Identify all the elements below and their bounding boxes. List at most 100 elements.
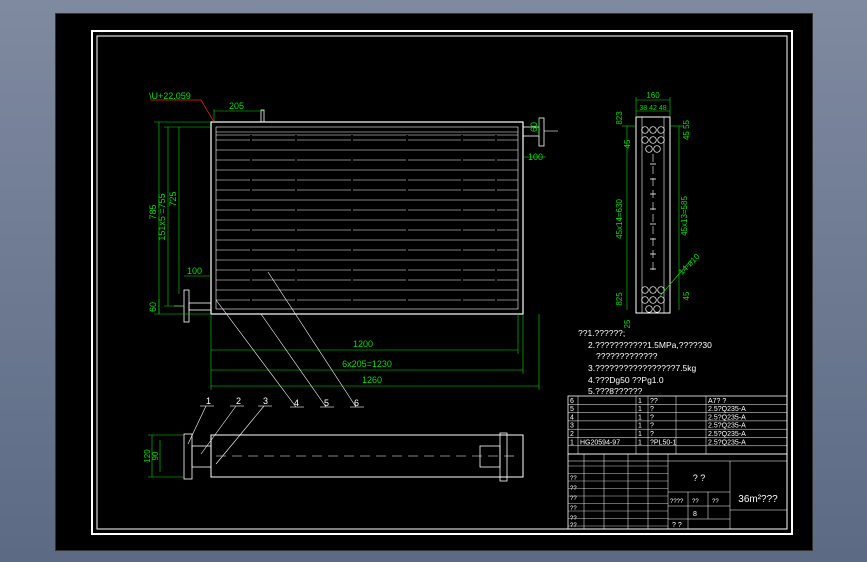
bom-cell-no: 3: [570, 423, 574, 430]
bom-cell-qty: 1: [638, 423, 642, 430]
dim-top-len: 205: [229, 101, 244, 111]
dim-top-elev: \U+22.059: [149, 91, 191, 101]
bom-cell-mat: 2.5?Q235-A: [708, 414, 746, 421]
tb-left-5: ??: [570, 523, 577, 529]
bom-cell-name: ?: [650, 414, 654, 421]
note-line-4: 4.???Dg50 ??Pg1.0: [588, 375, 664, 385]
flange-hole: [653, 305, 661, 313]
dim-width-total: 1260: [362, 375, 382, 385]
callout-5: 5: [324, 398, 329, 408]
callout-6: 6: [354, 398, 359, 408]
flange-hole: [641, 136, 649, 144]
bom-cell-no: 5: [570, 406, 574, 413]
title-sub-0: ????: [670, 499, 684, 505]
bom-cell-no: 4: [570, 414, 574, 421]
flange-hole: [653, 145, 661, 153]
tube-lines: [216, 135, 518, 309]
flange-hole: [641, 296, 649, 304]
dim-height-total: 785: [148, 204, 158, 219]
title-sub-1: ??: [692, 499, 699, 505]
side-right-45: 45: [682, 291, 691, 300]
bom-cell-qty: 1: [638, 431, 642, 438]
bom-cell-code: HG20594-97: [580, 439, 620, 446]
bom-cell-no: 1: [570, 439, 574, 446]
bom-cell-qty: 1: [638, 406, 642, 413]
notes-title: ??1.??????;: [578, 328, 625, 338]
callout-1: 1: [206, 396, 211, 406]
dim-right-port-v: 60: [529, 122, 539, 132]
title-sheet: ? ?: [672, 522, 682, 529]
side-left-pitch: 45x14=630: [615, 199, 624, 239]
coil-body: [210, 121, 524, 315]
coil-body-inner: [215, 126, 519, 310]
dim-height-pitch: 151x5 =755: [157, 193, 167, 240]
elevation-leader: [150, 99, 215, 123]
bom-cell-mat: A7? ?: [708, 398, 726, 405]
side-left-45: 45: [623, 139, 632, 148]
flange-hole: [657, 126, 665, 134]
bom-cell-name: ??: [650, 398, 658, 405]
tb-left-4: ??: [570, 516, 577, 522]
flange-bottom-holes: [641, 286, 665, 313]
side-view: 160 38 42 48 823 45 45x14=630 825 25 45 …: [615, 91, 702, 328]
front-view: \U+22.059 205 785 151x5 =755 725 60 100 …: [148, 91, 558, 408]
drawing-frame-inner: [96, 35, 788, 530]
bom-cell-no: 2: [570, 431, 574, 438]
side-right-pitch: 45x13=585: [680, 196, 689, 236]
bottom-right-flange: [499, 432, 508, 482]
side-top-width: 160: [646, 91, 660, 100]
bom-cell-no: 6: [570, 398, 574, 405]
title-frame: [567, 453, 788, 530]
flange-hole: [657, 136, 665, 144]
side-body: [635, 116, 671, 314]
flange-hole: [649, 286, 657, 294]
bom-cell-mat: 2.5?Q235-A: [708, 423, 746, 430]
callout-4: 4: [294, 398, 299, 408]
side-right-top: 45 55: [682, 119, 691, 140]
side-left-bottom: 825: [615, 292, 624, 306]
dim-bottom-offset: 60: [148, 302, 158, 312]
flange-hole: [649, 296, 657, 304]
side-right-hole: 14-ø10: [677, 252, 702, 277]
bottom-left-pipe: [191, 445, 212, 468]
bom-cell-mat: 2.5?Q235-A: [708, 431, 746, 438]
flange-hole: [645, 305, 653, 313]
bom-cell-name: ?PL50-1: [650, 439, 677, 446]
drawing-frame-outer: [91, 30, 793, 535]
bom-cell-qty: 1: [638, 414, 642, 421]
bom-table: 6 1?? A7? ? 5 1? 2.5?Q235-A 4 1? 2.5?Q235-A 3 1? 2.…: [567, 395, 788, 455]
dim-bottom-port: 100: [187, 266, 202, 276]
title-block: ? ? 36m²??? ???? ?? ?? 8 ? ? ?? ?? ?? ??…: [567, 453, 788, 530]
bom-cell-name: ?: [650, 431, 654, 438]
flange-hole: [645, 145, 653, 153]
note-line-3: 3.?????????????????7.5kg: [588, 363, 697, 373]
side-left-top: 823: [615, 111, 624, 125]
side-top-sub: 38 42 48: [639, 105, 666, 112]
title-sub-2: ??: [712, 499, 719, 505]
right-flange: [538, 117, 545, 147]
leader-6: [267, 271, 357, 408]
bom-cell-mat: 2.5?Q235-A: [708, 406, 746, 413]
flange-hole: [649, 136, 657, 144]
dim-height-a: 120: [143, 449, 152, 463]
bottom-view: 120 90 1 2 3: [143, 396, 524, 482]
drawing-canvas: \U+22.059 205 785 151x5 =755 725 60 100 …: [91, 30, 793, 535]
bottom-flange: [183, 289, 190, 323]
side-left-25: 25: [623, 319, 632, 328]
tb-left-2: ??: [570, 496, 577, 502]
bom-cell-name: ?: [650, 423, 654, 430]
flange-hole: [641, 126, 649, 134]
leader-1: [187, 405, 207, 445]
leader-2: [200, 405, 237, 455]
tb-left-1: ??: [570, 486, 577, 492]
cad-viewport[interactable]: \U+22.059 205 785 151x5 =755 725 60 100 …: [55, 13, 813, 551]
bottom-port: [188, 302, 212, 311]
tech-notes: ??1.??????; 2.???????????1.5MPa,?????30 …: [578, 328, 712, 396]
leader-4: [215, 299, 297, 408]
bom-cell-mat: 2.5?Q235-A: [708, 439, 746, 446]
callout-2: 2: [236, 396, 241, 406]
bottom-left-flange: [183, 433, 193, 480]
note-line-1: 2.???????????1.5MPa,?????30: [588, 340, 712, 350]
flange-top-holes: [641, 126, 665, 270]
note-line-5: 5.???8??????: [588, 386, 643, 396]
